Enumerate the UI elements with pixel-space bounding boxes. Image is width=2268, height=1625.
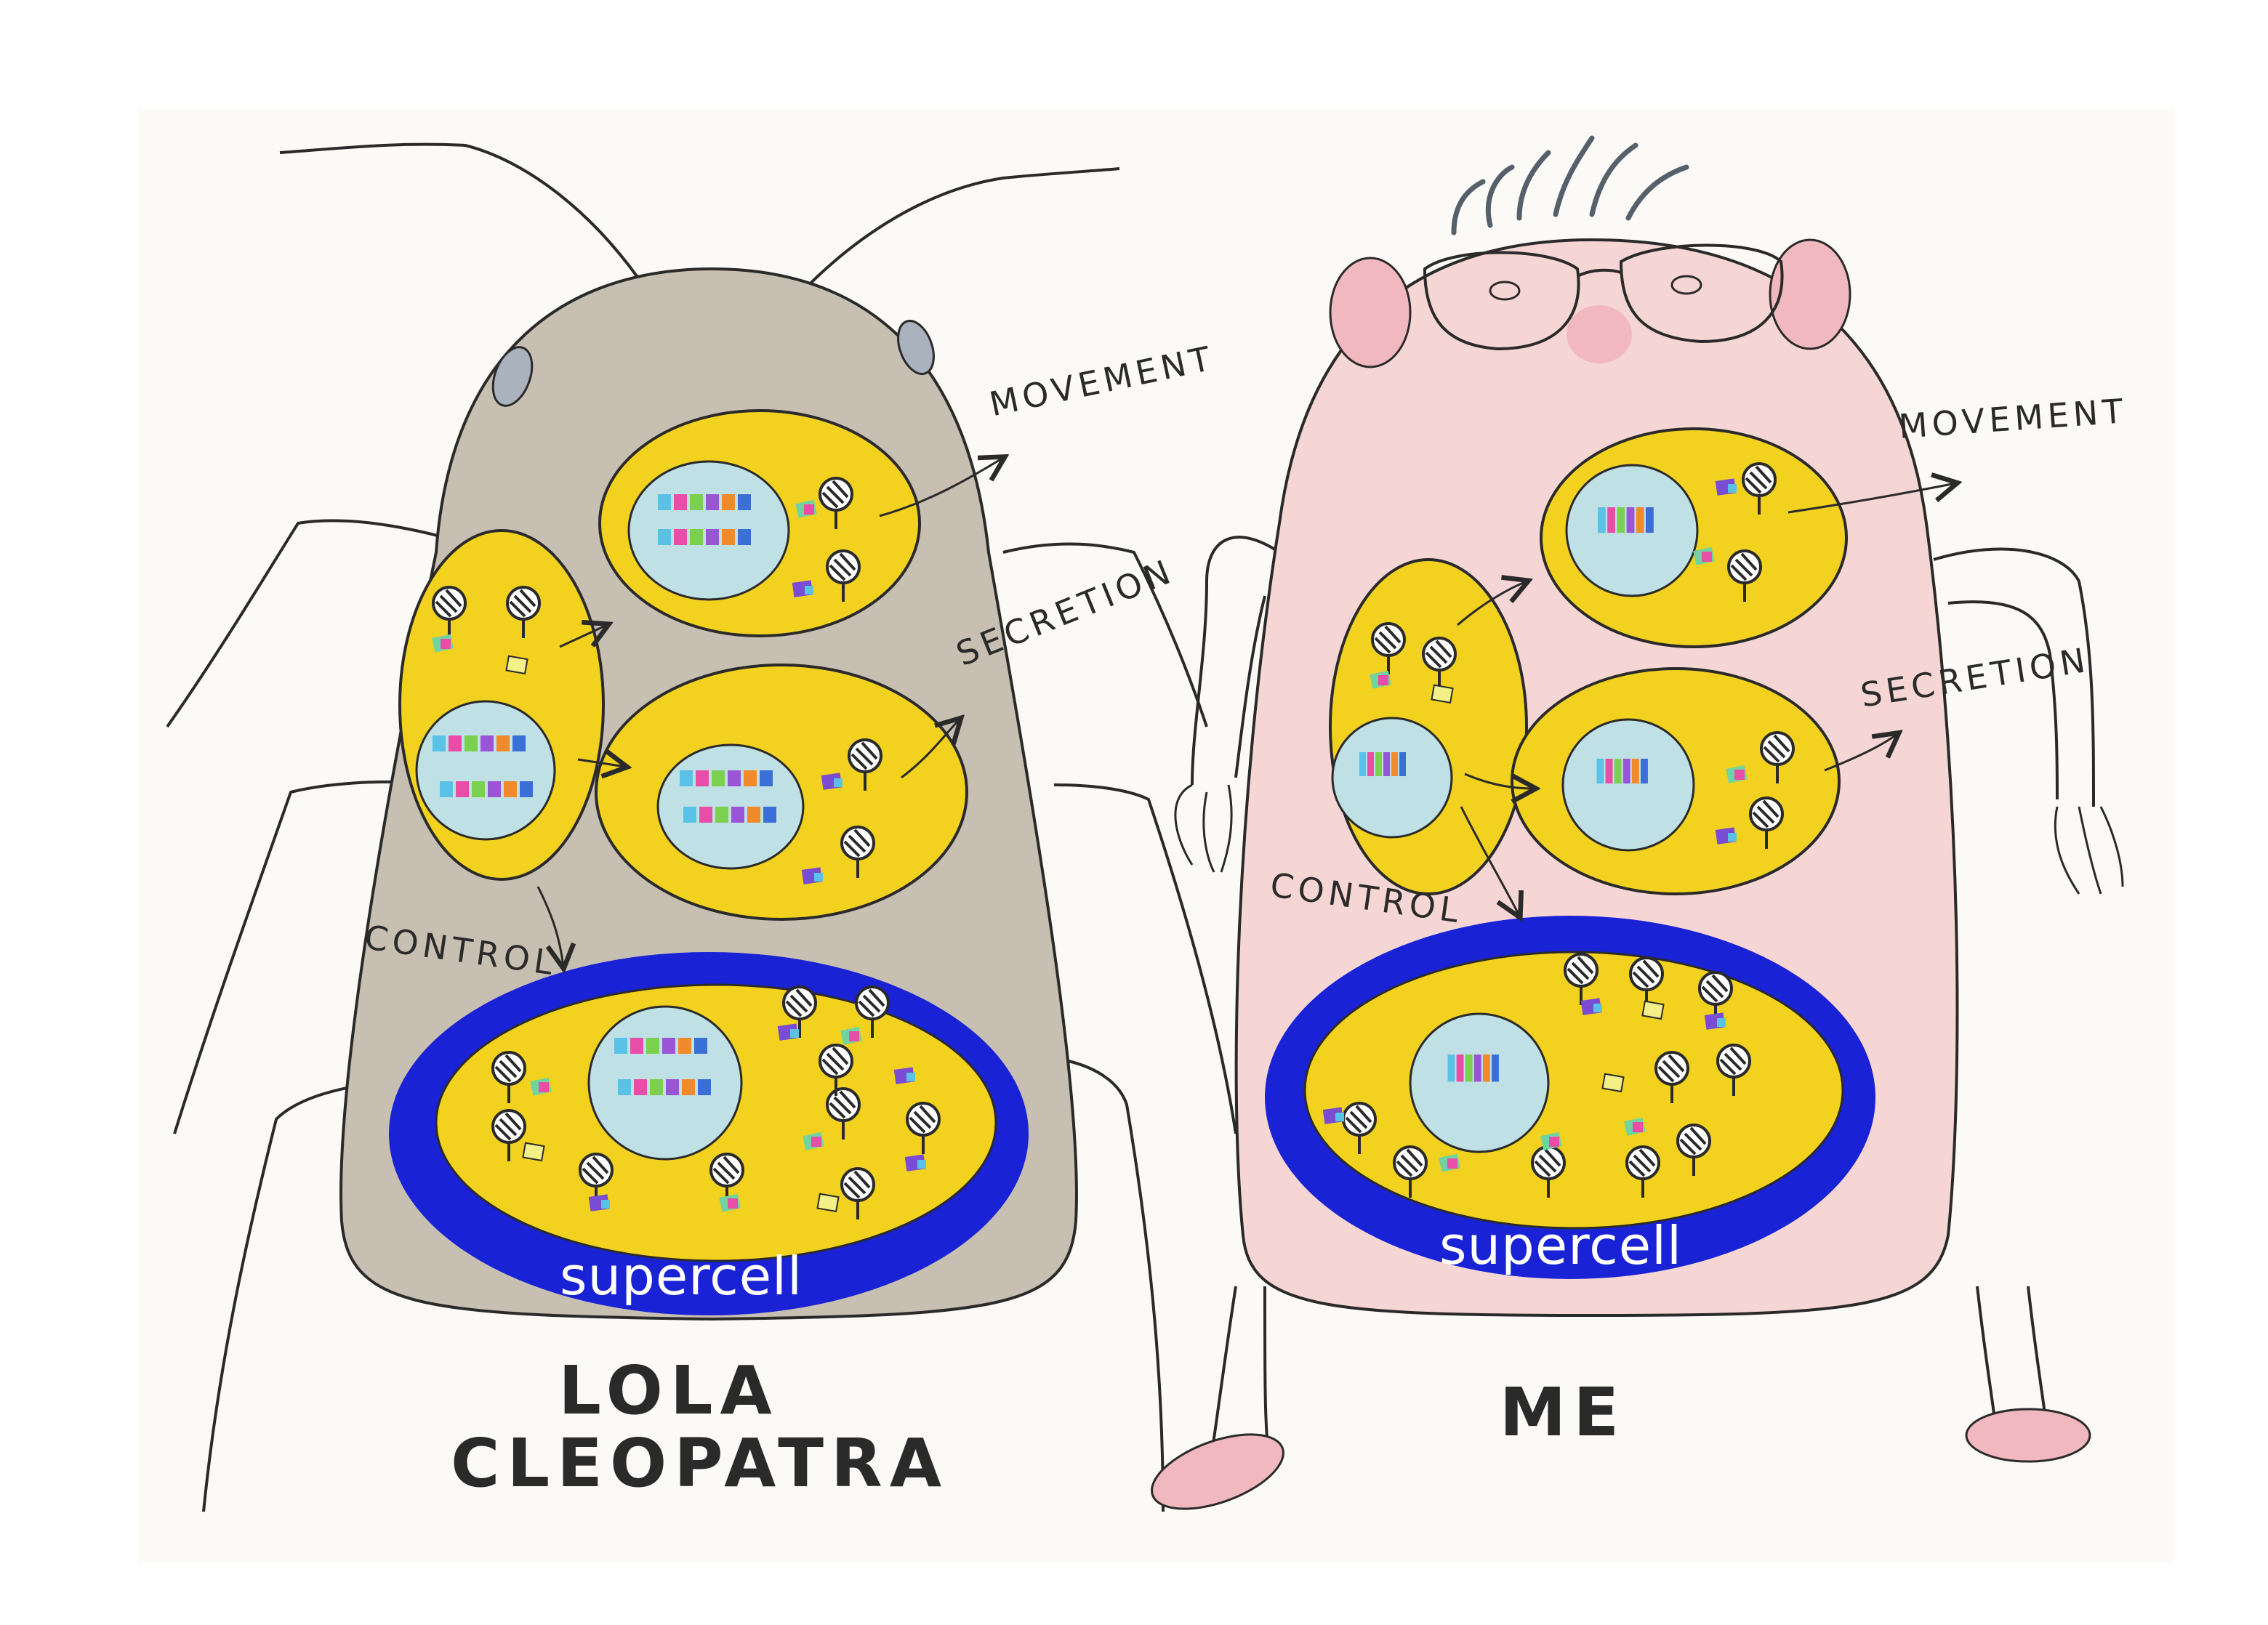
left-name-line2: CLEOPATRA bbox=[451, 1424, 949, 1502]
human-figure bbox=[1151, 135, 2124, 1510]
right-supercell-label: supercell bbox=[1439, 1215, 1683, 1276]
left-name-line1: LOLA bbox=[558, 1352, 779, 1430]
right-name: ME bbox=[1499, 1374, 1627, 1451]
left-supercell-label: supercell bbox=[560, 1246, 803, 1307]
bug-figure bbox=[166, 142, 1237, 1512]
